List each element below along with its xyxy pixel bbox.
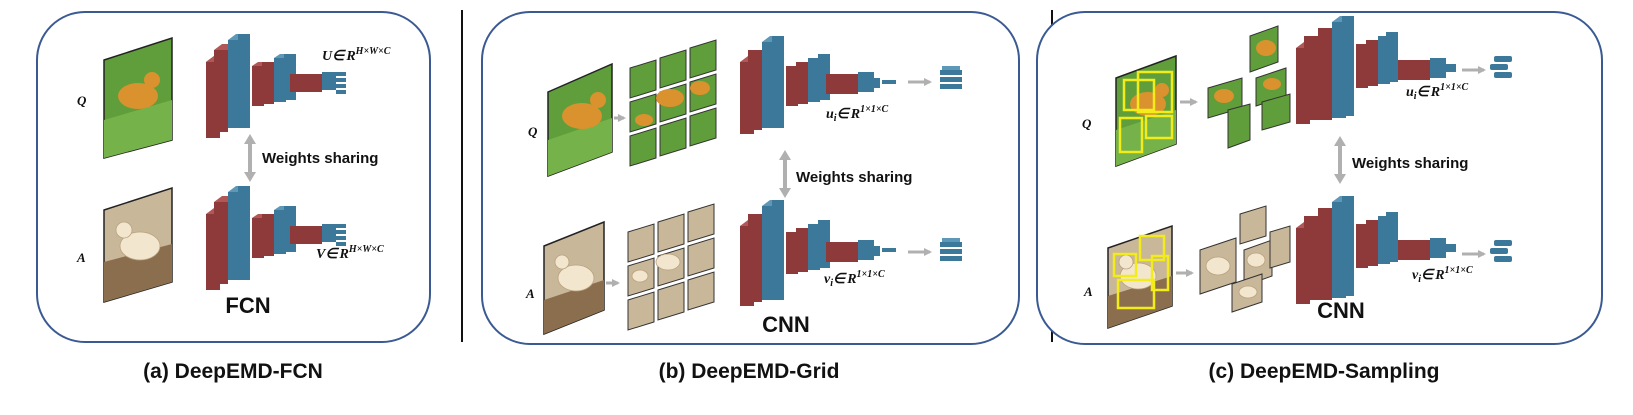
feature-vector-stack (940, 238, 962, 261)
weights-sharing-arrow (1334, 136, 1346, 184)
query-image (103, 36, 173, 159)
support-image (103, 186, 173, 304)
patch-grid (627, 203, 715, 331)
top-feature-label: ui∈R1×1×C (1406, 82, 1469, 102)
cnn-stack-bottom (740, 200, 896, 306)
network-label: FCN (225, 293, 270, 318)
caption-b: (b) DeepEMD-Grid (659, 360, 840, 383)
top-feature-label: ui∈R1×1×C (826, 104, 889, 124)
panel-c-frame (1036, 11, 1603, 345)
sampling-box (1112, 252, 1138, 278)
bottom-feature-label: V∈RH×W×C (316, 244, 384, 262)
support-image (543, 220, 605, 336)
cnn-stack-bottom (1296, 196, 1456, 304)
feature-vector-stack (940, 66, 962, 89)
bottom-feature-label: vi∈R1×1×C (1412, 265, 1473, 285)
query-label: Q (528, 124, 538, 139)
query-image (547, 62, 613, 178)
query-label: Q (77, 93, 87, 108)
caption-a: (a) DeepEMD-FCN (143, 360, 323, 383)
sampling-box (1118, 116, 1144, 154)
network-label: CNN (762, 312, 810, 337)
feature-vector-stack (1490, 56, 1512, 78)
feature-vector-stack (336, 72, 346, 94)
network-label: CNN (1317, 298, 1365, 323)
query-label: Q (1082, 116, 1092, 131)
support-label: A (1083, 284, 1093, 299)
weights-sharing-label: Weights sharing (1352, 155, 1468, 172)
weights-sharing-label: Weights sharing (796, 169, 912, 186)
panel-b-frame (481, 11, 1020, 345)
panel-a: Q A (36, 11, 431, 343)
patch-grid (629, 39, 717, 167)
sampled-patches (1199, 205, 1291, 313)
panel-b: Q A (481, 11, 1020, 345)
fcn-stack-top (206, 34, 346, 138)
bottom-feature-label: vi∈R1×1×C (824, 269, 885, 289)
fcn-stack-bottom (206, 186, 346, 290)
weights-sharing-label: Weights sharing (262, 150, 378, 167)
sampled-patches (1207, 25, 1291, 149)
support-label: A (525, 286, 535, 301)
sampling-box (1116, 278, 1156, 310)
weights-sharing-arrow (244, 134, 256, 182)
support-label: A (76, 250, 86, 265)
weights-sharing-arrow (779, 150, 791, 198)
cnn-stack-top (740, 36, 896, 134)
feature-vector-stack (1490, 240, 1512, 262)
query-image (1115, 54, 1177, 168)
support-image (1107, 224, 1173, 330)
sampling-box (1150, 254, 1170, 292)
sampling-box (1136, 70, 1174, 114)
caption-c: (c) DeepEMD-Sampling (1208, 360, 1439, 383)
sampling-box (1144, 114, 1174, 140)
top-feature-label: U∈RH×W×C (322, 46, 391, 64)
cnn-stack-top (1296, 16, 1456, 124)
panel-c: Q A (1036, 11, 1603, 345)
